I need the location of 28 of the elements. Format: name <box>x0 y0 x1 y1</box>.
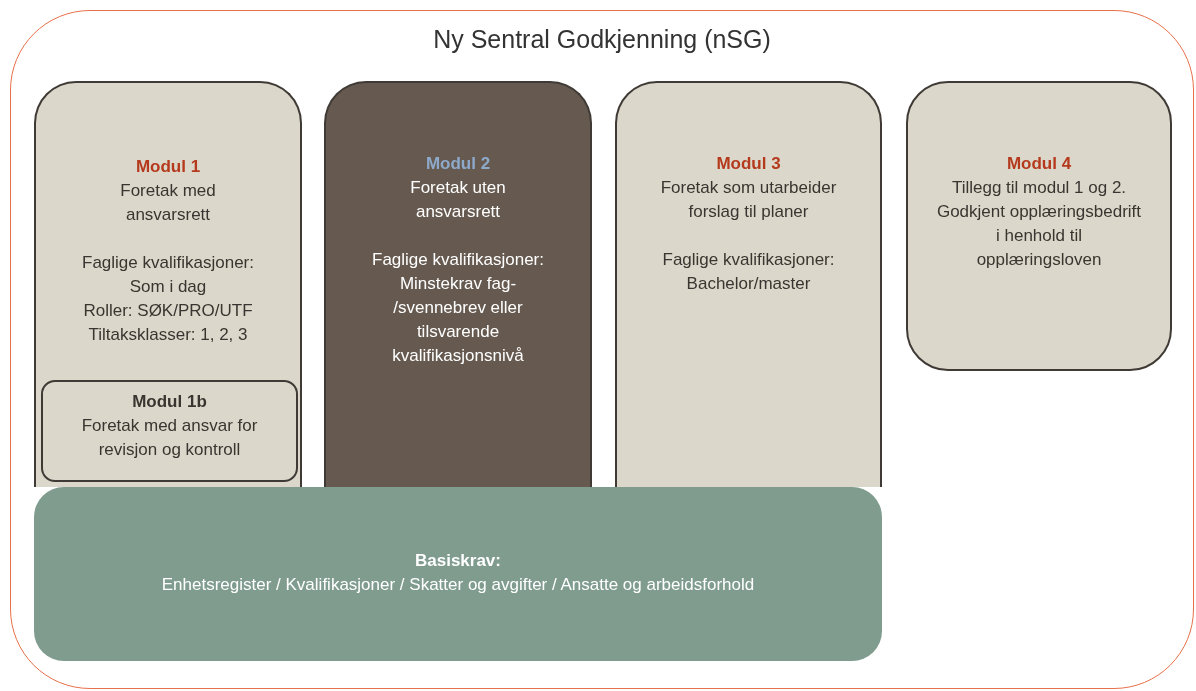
module-heading: Modul 1 <box>134 156 202 178</box>
base-requirements-band <box>34 487 882 661</box>
module-description: Tiltaksklasser: 1, 2, 3 <box>87 324 249 346</box>
module-heading: Modul 3 <box>715 153 782 175</box>
module-heading: Modul 4 <box>1005 153 1073 175</box>
module-description: Tillegg til modul 1 og 2. Godkjent opplæringsbedrift i henhold til opplæringsloven <box>936 177 1142 271</box>
module-description: Foretak uten ansvarsrett <box>409 177 507 223</box>
module-description: Minstekrav fag- /svennebrev eller tilsvarende kvalifikasjonsnivå <box>391 273 525 367</box>
module-box <box>34 81 302 487</box>
module-heading: Modul 1b <box>131 391 208 413</box>
module-description: Faglige kvalifikasjoner: <box>371 249 545 271</box>
module-description: Enhetsregister / Kvalifikasjoner / Skatter og avgifter / Ansatte og arbeidsforhold <box>160 574 756 596</box>
module-description: Foretak med ansvarsrett <box>119 180 217 226</box>
module-description: Foretak med ansvar for revisjon og kontroll <box>80 415 259 461</box>
module-description: Faglige kvalifikasjoner: <box>81 252 255 274</box>
module-description: Som i dag <box>128 276 208 298</box>
submodule-box <box>41 380 298 482</box>
module-box <box>906 81 1172 371</box>
frame <box>10 10 1194 689</box>
module-description: Foretak som utarbeider forslag til planer <box>659 177 838 223</box>
module-heading: Ny Sentral Godkjenning (nSG) <box>432 27 772 51</box>
module-box <box>615 81 882 487</box>
module-box <box>324 81 592 487</box>
module-heading: Basiskrav: <box>414 550 502 572</box>
module-description: Bachelor/master <box>685 273 812 295</box>
module-description: Roller: SØK/PRO/UTF <box>82 300 254 322</box>
module-description: Faglige kvalifikasjoner: <box>661 249 836 271</box>
module-heading: Modul 2 <box>424 153 492 175</box>
